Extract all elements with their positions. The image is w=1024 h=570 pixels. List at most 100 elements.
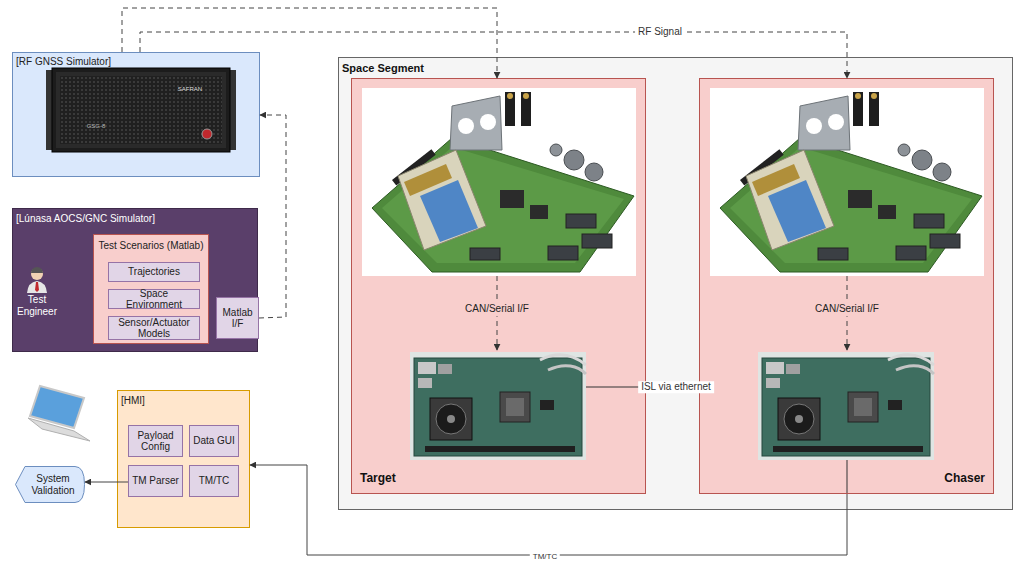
photo-background [410, 352, 586, 460]
bracket [450, 96, 502, 150]
edge-label: RF Signal [635, 26, 685, 38]
capacitor [564, 150, 584, 170]
laptop-icon [28, 386, 90, 441]
gnss-receiver-board [362, 88, 636, 276]
tmtc-wire [847, 460, 848, 493]
group-title: [Lúnasa AOCS/GNC Simulator] [16, 213, 155, 224]
simulator-box: [RF GNSS Simulator] [12, 52, 260, 177]
connector [140, 32, 847, 78]
gnss-module [398, 150, 486, 250]
group-title: Test Scenarios (Matlab) [94, 240, 208, 251]
power-button [202, 129, 212, 139]
pcb-surface [382, 147, 624, 263]
chip-die [506, 398, 524, 416]
device-body [52, 68, 230, 152]
pcb [372, 138, 634, 272]
scenario-group: Test Scenarios (Matlab) TrajectoriesSpace… [93, 234, 209, 344]
module-label [420, 180, 478, 242]
device-grille [60, 76, 222, 144]
fan [436, 404, 466, 434]
interface-box: Matlab I/F [216, 297, 259, 339]
connector [438, 364, 452, 374]
gnss-receiver-board [710, 88, 984, 276]
chip [540, 400, 554, 410]
connector [646, 387, 699, 388]
spacecraft-box: Target [351, 78, 646, 494]
display-shape: System Validation [15, 466, 85, 503]
photo-background [362, 88, 636, 276]
header [392, 149, 436, 185]
capacitor [585, 163, 603, 181]
connector [85, 482, 128, 483]
group-title: [RF GNSS Simulator] [16, 56, 111, 67]
bracket-hole [480, 114, 496, 130]
connector [418, 362, 436, 374]
box-text: Space Environment [111, 288, 197, 311]
pcb [414, 358, 582, 456]
capacitor [550, 144, 562, 156]
onboard-computer-board [410, 352, 586, 460]
chip [530, 205, 548, 219]
group-title: Space Segment [342, 62, 424, 74]
segment-box: Space SegmentTarget Chaser [338, 57, 1013, 510]
box-text: Sensor/Actuator Models [111, 317, 197, 340]
gnss-simulator-device [46, 68, 236, 152]
display-outline [16, 467, 85, 503]
process-box: Sensor/Actuator Models [108, 316, 200, 340]
laptop-screen [30, 386, 84, 428]
process-box: TM/TC [189, 465, 239, 497]
can-serial-wire [497, 276, 498, 350]
onboard-computer-board [758, 352, 934, 460]
process-box: Trajectories [108, 262, 200, 282]
fpga-chip [500, 392, 530, 422]
edge-label: TM/TC [530, 552, 560, 561]
rack-handle [228, 70, 236, 150]
cable [540, 355, 586, 365]
device-front [56, 72, 226, 148]
can-serial-wire [847, 276, 848, 350]
connector [259, 115, 286, 318]
process-box: Payload Config [128, 425, 183, 457]
process-box: Space Environment [108, 289, 200, 309]
connector [418, 378, 432, 388]
module-shield [404, 164, 452, 196]
group-title: Chaser [944, 472, 985, 485]
box-text: Matlab I/F [219, 307, 256, 330]
box-text: System Validation [25, 473, 81, 496]
simulator-box: [Lúnasa AOCS/GNC Simulator] Test Scenario… [12, 208, 258, 352]
person-hair [31, 267, 43, 273]
sma-tip [507, 93, 513, 99]
edge-connector [425, 446, 575, 452]
rf-connector [521, 92, 531, 126]
serial-connector [470, 248, 500, 260]
fan-hub [447, 415, 455, 423]
bracket-hole [458, 118, 474, 134]
box-text: TM Parser [132, 475, 179, 487]
person-tie [35, 282, 39, 292]
group-title: Target [360, 472, 396, 485]
box-text: TM/TC [199, 475, 230, 487]
box-text: Payload Config [131, 430, 180, 453]
serial-connector [566, 214, 596, 228]
group-title: [HMI] [121, 395, 145, 406]
heatsink [430, 398, 472, 440]
box-text: Trajectories [128, 266, 180, 278]
sma-tip [523, 93, 529, 99]
connector [122, 8, 497, 78]
person-head [31, 268, 43, 280]
serial-connector [548, 246, 578, 260]
isl-wire [586, 387, 645, 388]
person-body [27, 281, 47, 293]
process-box: TM Parser [128, 465, 183, 497]
box-text: Data GUI [193, 435, 235, 447]
rf-connector [505, 92, 515, 126]
hmi-box: [HMI] Payload Config Data GUI TM Parser TM/T… [117, 390, 250, 528]
cable [548, 366, 586, 374]
chip [500, 190, 524, 208]
laptop-base [28, 418, 90, 441]
connector [250, 465, 847, 555]
rack-handle [46, 70, 54, 150]
process-box: Data GUI [189, 425, 239, 457]
serial-connector [582, 234, 612, 248]
